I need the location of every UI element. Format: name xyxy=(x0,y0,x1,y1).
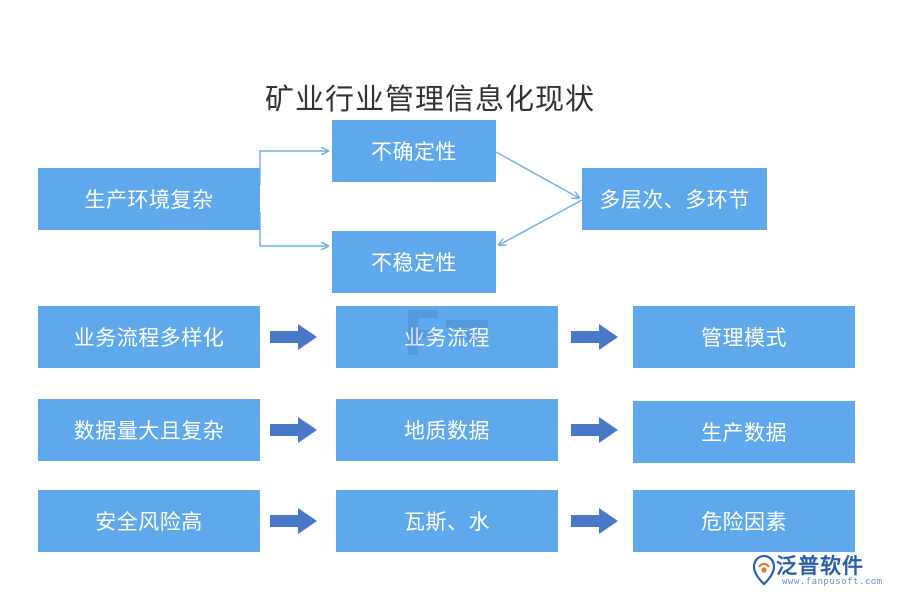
box-instability: 不稳定性 xyxy=(332,231,496,293)
block-arrow-row1-a xyxy=(270,324,317,350)
box-row2-aspect: 地质数据 xyxy=(336,399,558,461)
box-row1-effect: 管理模式 xyxy=(633,306,855,368)
brand-name: 泛普软件 xyxy=(776,554,864,578)
box-row3-effect: 危险因素 xyxy=(633,490,855,552)
box-multi-level: 多层次、多环节 xyxy=(582,168,767,230)
brand-url: www.fanpusoft.com xyxy=(782,577,883,587)
connector-to-uncertainty xyxy=(259,151,328,185)
block-arrow-row2-b xyxy=(571,417,618,443)
box-production-env: 生产环境复杂 xyxy=(38,168,260,230)
connector-to-instability xyxy=(259,212,328,246)
block-arrow-row3-b xyxy=(571,508,618,534)
box-row2-cause: 数据量大且复杂 xyxy=(38,399,260,461)
box-row1-aspect: 业务流程 xyxy=(336,306,558,368)
box-row2-effect: 生产数据 xyxy=(633,401,855,463)
box-row3-aspect: 瓦斯、水 xyxy=(336,490,558,552)
box-row1-cause: 业务流程多样化 xyxy=(38,306,260,368)
block-arrow-row2-a xyxy=(270,417,317,443)
connector-uncertainty-to-result xyxy=(495,151,579,198)
diagram-title: 矿业行业管理信息化现状 xyxy=(264,82,595,116)
brand-logo-icon xyxy=(752,554,776,586)
connector-result-to-instability xyxy=(499,199,583,245)
brand-logo: 泛普软件 www.fanpusoft.com xyxy=(750,552,890,592)
box-row3-cause: 安全风险高 xyxy=(38,490,260,552)
watermark-logo-icon xyxy=(408,310,488,355)
box-uncertainty: 不确定性 xyxy=(332,120,496,182)
block-arrow-row3-a xyxy=(270,508,317,534)
block-arrow-row1-b xyxy=(571,324,618,350)
